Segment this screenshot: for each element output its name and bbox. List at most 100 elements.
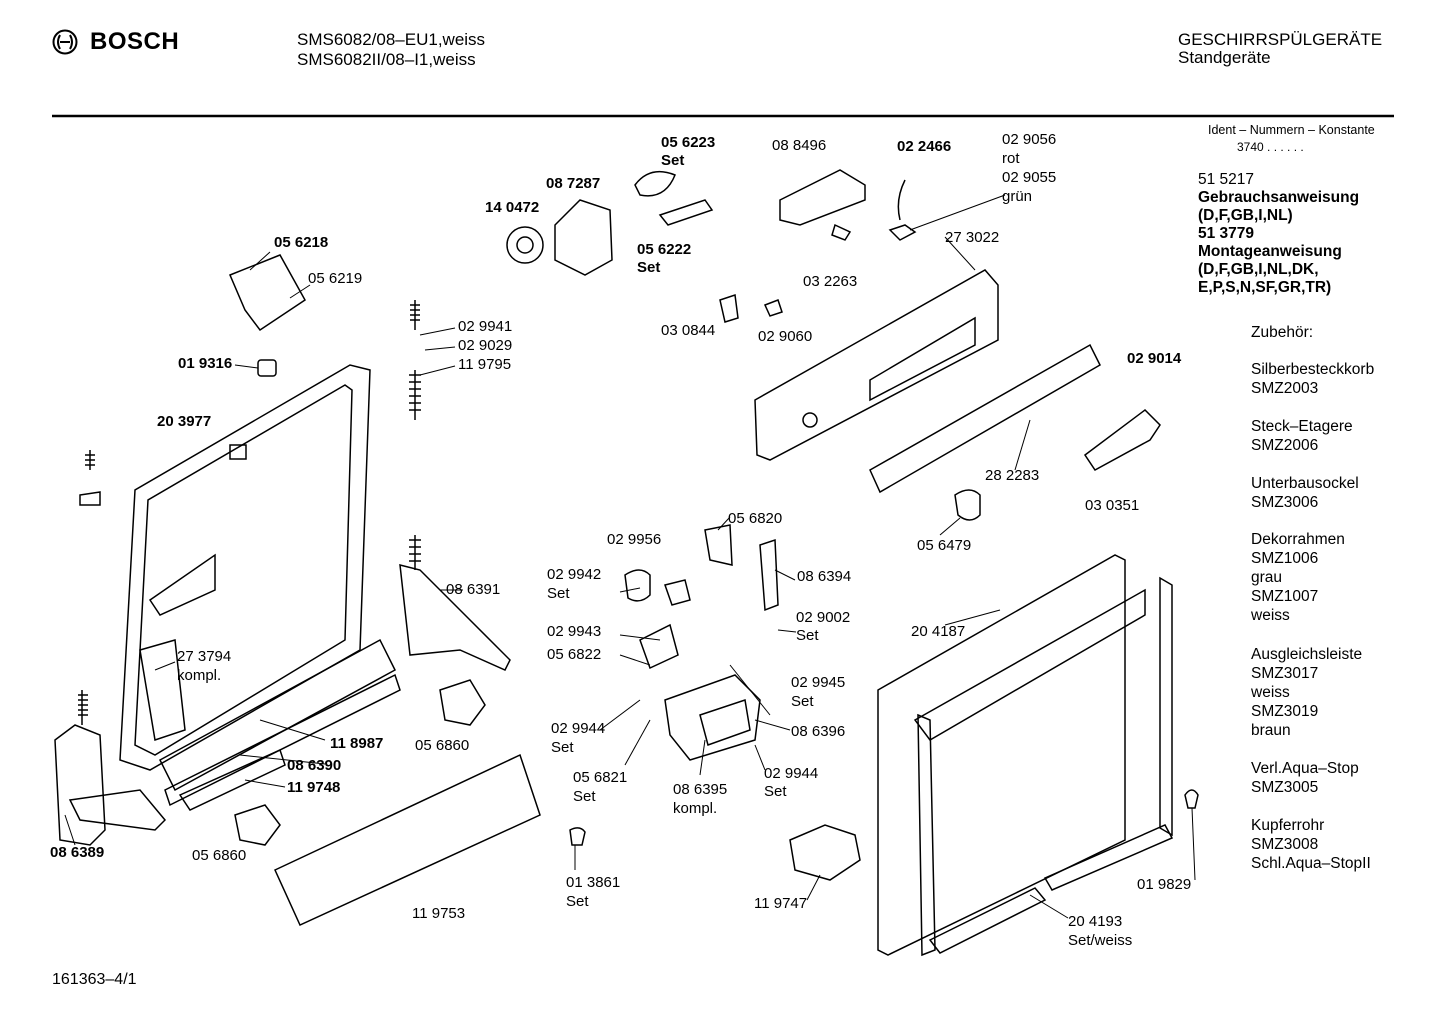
accessory-line: braun — [1251, 722, 1291, 739]
part-label: 02 9956 — [607, 531, 662, 548]
spring-screw-1 — [85, 450, 95, 470]
part-119747 — [789, 824, 861, 881]
accessory-line: Dekorrahmen — [1251, 531, 1345, 548]
screw-032263 — [831, 223, 852, 241]
accessory-line: SMZ3005 — [1251, 779, 1319, 796]
doc2-number: 51 3779 — [1198, 225, 1255, 242]
part-label: Set — [791, 693, 814, 710]
accessory-line: grau — [1251, 569, 1283, 586]
part-030844 — [719, 294, 739, 323]
part-label: 11 9747 — [754, 895, 808, 912]
part-label: kompl. — [673, 800, 718, 817]
buttons-030351 — [1083, 409, 1161, 471]
accessory-line: SMZ2006 — [1251, 437, 1319, 454]
part-label: 02 9056 — [1002, 131, 1057, 148]
part-label: Set/weiss — [1068, 932, 1133, 949]
category-title: GESCHIRRSPÜLGERÄTE — [1178, 30, 1383, 49]
category-subtitle: Standgeräte — [1178, 48, 1271, 67]
accessory-line: Unterbausockel — [1251, 475, 1359, 492]
accessory-line: SMZ1007 — [1251, 588, 1319, 605]
bosch-logo: BOSCH — [52, 28, 179, 56]
accessory-line: SMZ3008 — [1251, 836, 1319, 853]
timer-087287 — [554, 199, 613, 276]
accessory-line: weiss — [1251, 607, 1290, 624]
accessory-line: weiss — [1251, 684, 1290, 701]
timer-knob-140472 — [506, 226, 544, 264]
part-label: 14 0472 — [485, 199, 540, 216]
part-label: 08 6391 — [446, 581, 501, 598]
part-label: 02 9941 — [458, 318, 513, 335]
part-022466 — [888, 179, 917, 241]
part-label: rot — [1002, 150, 1020, 167]
part-label: 02 9945 — [791, 674, 846, 691]
part-label: Set — [661, 152, 685, 169]
doc1-langs: (D,F,GB,I,NL) — [1198, 207, 1293, 224]
accessory-line: Schl.Aqua–StopII — [1251, 855, 1371, 872]
part-label: 11 9795 — [458, 356, 512, 373]
part-label: 02 9014 — [1127, 350, 1182, 367]
part-label: 05 6223 — [661, 134, 716, 151]
part-label: 20 4193 — [1068, 913, 1123, 930]
part-label: 01 9316 — [178, 355, 233, 372]
part-label: 05 6820 — [728, 510, 783, 527]
part-label: 05 6479 — [917, 537, 972, 554]
part-label: 08 6394 — [797, 568, 852, 585]
ident-value: 3740 . . . . . . — [1237, 140, 1304, 154]
bosch-armature-icon — [52, 29, 78, 55]
part-label: Set — [547, 585, 570, 602]
part-029060 — [763, 299, 783, 317]
part-056860-b — [234, 804, 281, 846]
drawing-number: 161363–4/1 — [52, 971, 137, 988]
part-label: grün — [1002, 188, 1033, 205]
model-line-2: SMS6082II/08–I1,weiss — [297, 50, 476, 69]
part-273794 — [139, 639, 186, 741]
plinth-119753 — [274, 753, 541, 926]
spring-119795 — [409, 370, 421, 420]
part-label: 05 6218 — [274, 234, 329, 251]
accessory-line: Ausgleichsleiste — [1251, 646, 1363, 663]
part-label: 05 6219 — [308, 270, 363, 287]
accessory-line: Steck–Etagere — [1251, 418, 1353, 435]
control-panel-273022 — [754, 269, 999, 461]
part-029956 — [664, 579, 691, 606]
inner-door-panel — [119, 364, 371, 771]
part-label: 02 9055 — [1002, 169, 1057, 186]
part-056222 — [658, 199, 714, 226]
part-label: 03 0844 — [661, 322, 716, 339]
part-label: 11 9753 — [412, 905, 466, 922]
part-label: 02 2466 — [897, 138, 952, 155]
accessory-line: Verl.Aqua–Stop — [1251, 760, 1359, 777]
part-label: 05 6860 — [415, 737, 470, 754]
part-label: Set — [551, 739, 574, 756]
strip-204193 — [928, 887, 1047, 954]
part-label: 02 9943 — [547, 623, 602, 640]
doc2-langs-1: (D,F,GB,I,NL,DK, — [1198, 261, 1319, 278]
doc2-title: Montageanweisung — [1198, 243, 1342, 260]
part-label: 08 6396 — [791, 723, 846, 740]
part-label: 01 3861 — [566, 874, 621, 891]
part-086394 — [759, 538, 779, 612]
doc2-langs-2: E,P,S,N,SF,GR,TR) — [1198, 279, 1332, 296]
part-label: kompl. — [177, 667, 222, 684]
part-label: 02 9060 — [758, 328, 813, 345]
rail-119748 — [178, 748, 286, 811]
doc1-title: Gebrauchsanweisung — [1198, 189, 1360, 206]
part-label: 27 3794 — [177, 648, 232, 665]
model-line-1: SMS6082/08–EU1,weiss — [297, 30, 486, 49]
part-label: 08 8496 — [772, 137, 827, 154]
part-label: 05 6222 — [637, 241, 692, 258]
part-019829 — [1184, 789, 1199, 809]
part-056223 — [634, 170, 676, 197]
accessory-line: Silberbesteckkorb — [1251, 361, 1375, 378]
part-label: 28 2283 — [985, 467, 1040, 484]
fascia-282283 — [869, 343, 1101, 494]
accessory-line: SMZ2003 — [1251, 380, 1319, 397]
part-label: 08 7287 — [546, 175, 601, 192]
spring-1 — [78, 690, 88, 725]
part-label: 20 4187 — [911, 623, 966, 640]
accessory-line: SMZ3019 — [1251, 703, 1319, 720]
screw-029941 — [410, 300, 420, 330]
part-label: 01 9829 — [1137, 876, 1192, 893]
part-label: 03 2263 — [803, 273, 858, 290]
part-label: 20 3977 — [157, 413, 212, 430]
